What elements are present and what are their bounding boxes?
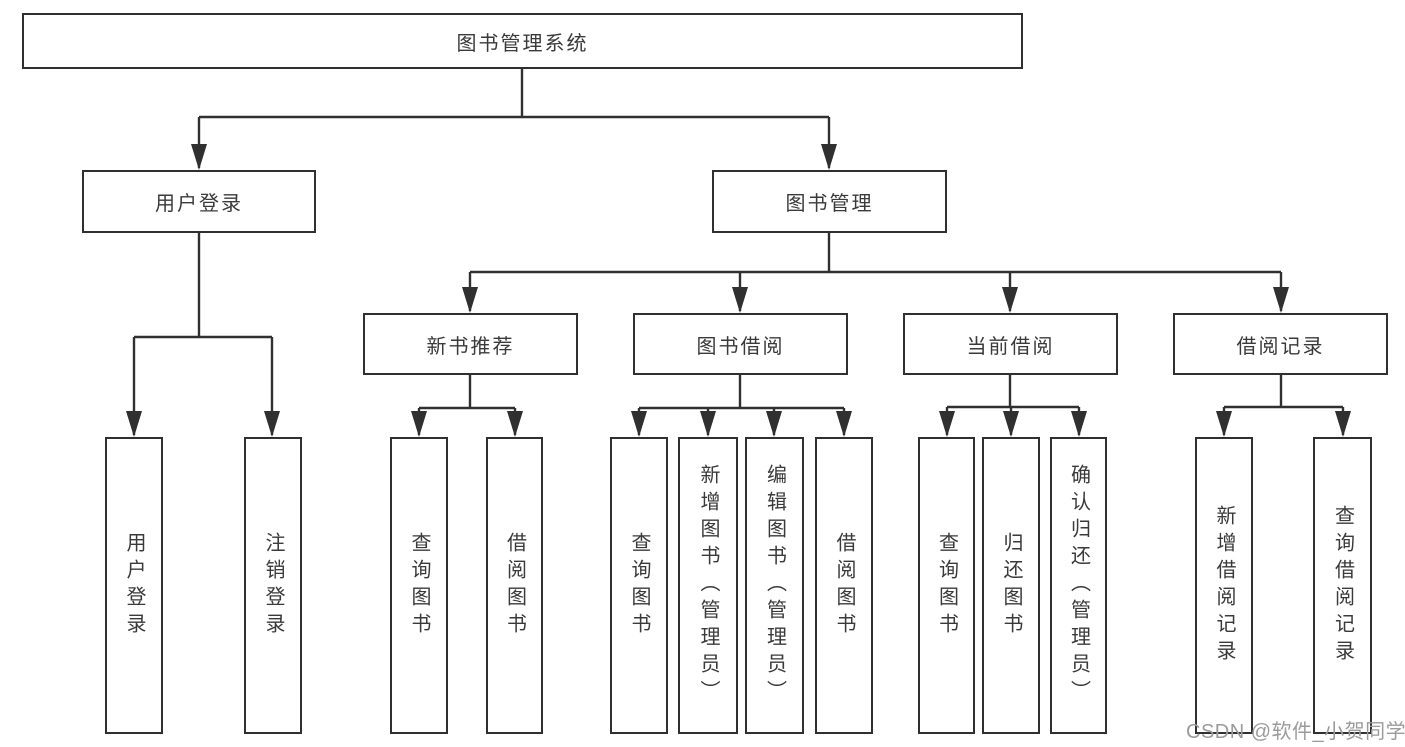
leaf-borrowing-query-books: 查询图书 <box>610 437 668 734</box>
connector-user-login-children <box>126 233 280 437</box>
connector-book-borrow-children <box>631 375 852 437</box>
leaf-current-confirm-return-admin: 确认归还（管理员） <box>1050 437 1107 734</box>
connector-borrow-records-children <box>1216 375 1351 437</box>
leaf-records-add-borrow-record: 新增借阅记录 <box>1195 437 1253 734</box>
leaf-user-login: 用户登录 <box>105 437 163 734</box>
connector-root-to-level2 <box>191 69 837 170</box>
node-user-login-branch: 用户登录 <box>82 170 316 233</box>
leaf-newbook-query-books: 查询图书 <box>390 437 448 734</box>
leaf-records-query-borrow-record: 查询借阅记录 <box>1313 437 1372 734</box>
leaf-borrowing-add-books-admin: 新增图书（管理员） <box>678 437 738 734</box>
connector-book-mgmt-children <box>462 233 1289 313</box>
leaf-borrowing-borrow-books: 借阅图书 <box>815 437 873 734</box>
node-new-book-recommend: 新书推荐 <box>363 313 578 375</box>
connector-current-borrow-children <box>939 375 1087 437</box>
node-book-management-branch: 图书管理 <box>712 170 947 233</box>
leaf-logout: 注销登录 <box>244 437 302 734</box>
leaf-current-query-books: 查询图书 <box>918 437 975 734</box>
node-book-borrowing: 图书借阅 <box>633 313 848 375</box>
node-root-system: 图书管理系统 <box>22 13 1023 69</box>
watermark: CSDN @软件_小贺同学 <box>1186 721 1405 743</box>
leaf-borrowing-edit-books-admin: 编辑图书（管理员） <box>745 437 804 734</box>
node-current-borrowing: 当前借阅 <box>903 313 1118 375</box>
connector-new-book-rec-children <box>411 375 523 437</box>
leaf-current-return-books: 归还图书 <box>982 437 1040 734</box>
leaf-newbook-borrow-books: 借阅图书 <box>486 437 543 734</box>
node-borrow-records: 借阅记录 <box>1173 313 1388 375</box>
